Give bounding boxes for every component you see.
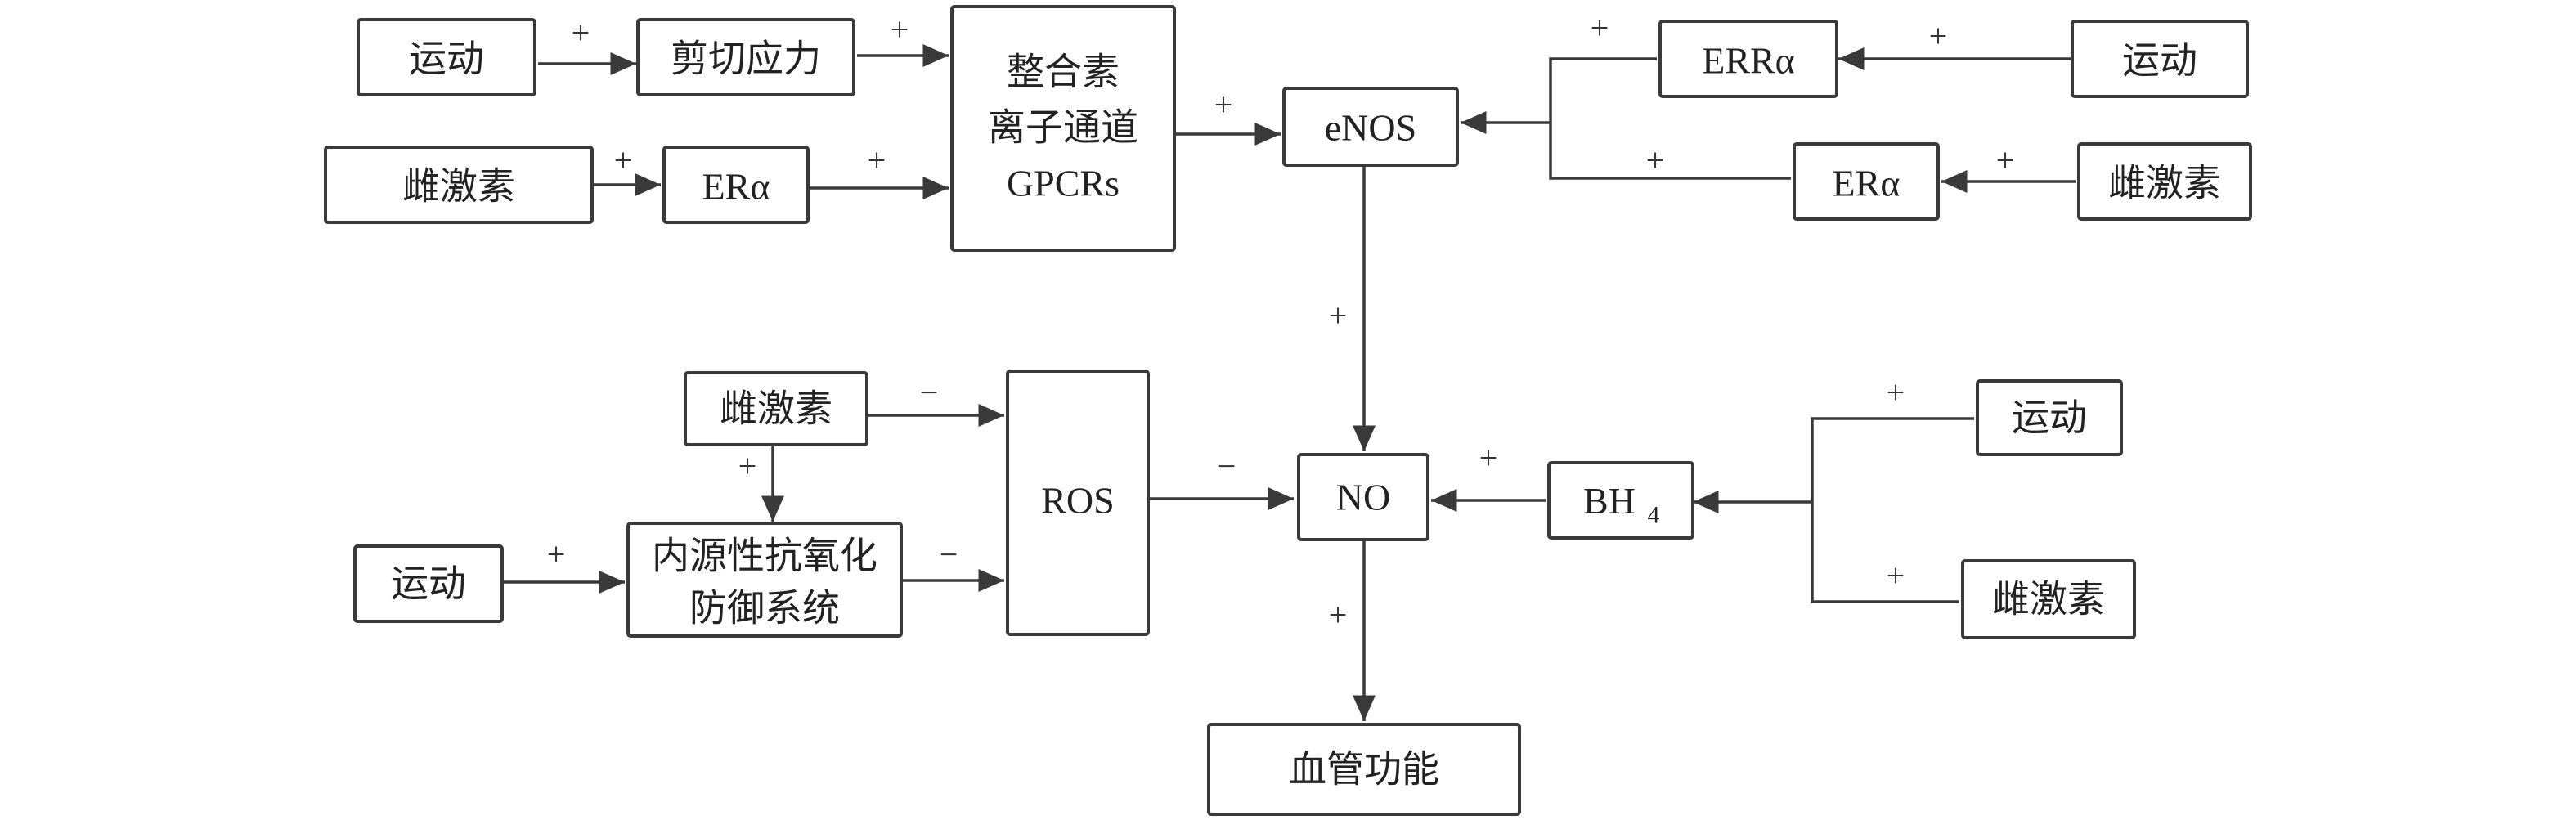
sign-erralpha-bracket: + bbox=[1591, 10, 1609, 47]
node-label: 运动 bbox=[2122, 40, 2197, 82]
node-estrogen-4: 雌激素 bbox=[1961, 559, 2136, 639]
node-label: 剪切应力 bbox=[671, 38, 821, 80]
sign-estrogen2-eralpha-right: + bbox=[1996, 142, 2015, 179]
sign-estrogen3-antioxidant: + bbox=[738, 448, 757, 485]
node-estrogen-3: 雌激素 bbox=[684, 371, 868, 446]
sign-labels: + + + + + + + + + − + + − − + + + + + bbox=[547, 10, 2015, 634]
node-label-line3: GPCRs bbox=[1007, 163, 1120, 204]
node-exercise-4: 运动 bbox=[353, 544, 504, 623]
node-exercise-2: 运动 bbox=[2071, 20, 2249, 98]
node-exercise-1: 运动 bbox=[357, 18, 536, 96]
node-enos: eNOS bbox=[1282, 87, 1459, 167]
node-label-line1: 内源性抗氧化 bbox=[652, 535, 877, 577]
svg-text:BH: BH bbox=[1583, 480, 1636, 522]
node-label: ROS bbox=[1041, 480, 1114, 522]
node-label: 运动 bbox=[409, 38, 484, 80]
node-label-line1: 整合素 bbox=[1007, 52, 1120, 93]
sign-exercise3-bracket: + bbox=[1887, 374, 1905, 411]
node-label: 雌激素 bbox=[720, 388, 832, 430]
sign-shear-integrin: + bbox=[891, 11, 909, 48]
node-estrogen-2: 雌激素 bbox=[2077, 142, 2252, 221]
sign-estrogen4-bracket: + bbox=[1887, 558, 1905, 594]
node-label: 雌激素 bbox=[402, 166, 515, 208]
bracket-right-top bbox=[1549, 57, 1791, 180]
sign-estrogen3-ros: − bbox=[920, 374, 939, 411]
node-label: 雌激素 bbox=[1992, 579, 2105, 621]
node-exercise-3: 运动 bbox=[1976, 379, 2123, 456]
node-label-subscript: 4 bbox=[1648, 502, 1660, 529]
sign-eralpha-integrin: + bbox=[868, 142, 886, 179]
sign-estrogen-eralpha: + bbox=[614, 142, 633, 179]
node-label: ERRα bbox=[1702, 40, 1795, 82]
node-label: 血管功能 bbox=[1289, 749, 1439, 791]
sign-ros-no: − bbox=[1218, 448, 1236, 485]
node-label: ERα bbox=[1833, 163, 1901, 204]
node-er-alpha-right: ERα bbox=[1793, 142, 1940, 221]
node-antioxidant-system: 内源性抗氧化 防御系统 bbox=[626, 522, 903, 638]
node-er-alpha-left: ERα bbox=[662, 146, 810, 224]
node-label: 雌激素 bbox=[2108, 163, 2221, 204]
bracket-right-bottom bbox=[1811, 417, 1974, 603]
sign-exercise2-erralpha: + bbox=[1929, 18, 1948, 55]
node-vascular-function: 血管功能 bbox=[1207, 723, 1521, 816]
node-label: BH bbox=[1583, 480, 1636, 522]
node-label: 运动 bbox=[2012, 397, 2087, 439]
node-estrogen-1: 雌激素 bbox=[324, 146, 594, 224]
node-label: eNOS bbox=[1325, 107, 1416, 149]
node-label: NO bbox=[1336, 477, 1390, 518]
node-ros: ROS bbox=[1006, 370, 1150, 636]
sign-bh4-no: + bbox=[1479, 440, 1498, 477]
node-shear-stress: 剪切应力 bbox=[636, 18, 855, 96]
node-label-line2: 离子通道 bbox=[988, 107, 1138, 149]
node-err-alpha: ERRα bbox=[1658, 20, 1838, 98]
node-label: 运动 bbox=[391, 563, 466, 605]
node-integrin-channels-gpcrs: 整合素 离子通道 GPCRs bbox=[950, 5, 1176, 252]
sign-exercise4-antioxidant: + bbox=[547, 536, 566, 573]
node-label: ERα bbox=[702, 166, 770, 208]
sign-eralpha-right-bracket: + bbox=[1646, 142, 1665, 179]
node-no: NO bbox=[1297, 453, 1429, 541]
sign-enos-no: + bbox=[1329, 298, 1348, 334]
sign-integrin-enos: + bbox=[1214, 87, 1233, 123]
sign-exercise-shear: + bbox=[572, 15, 590, 52]
sign-antioxidant-ros: − bbox=[940, 536, 958, 573]
node-bh4: BH 4 bbox=[1547, 461, 1694, 540]
connectors bbox=[502, 44, 2076, 721]
sign-no-vascular: + bbox=[1329, 597, 1348, 634]
node-label-line2: 防御系统 bbox=[689, 588, 840, 630]
